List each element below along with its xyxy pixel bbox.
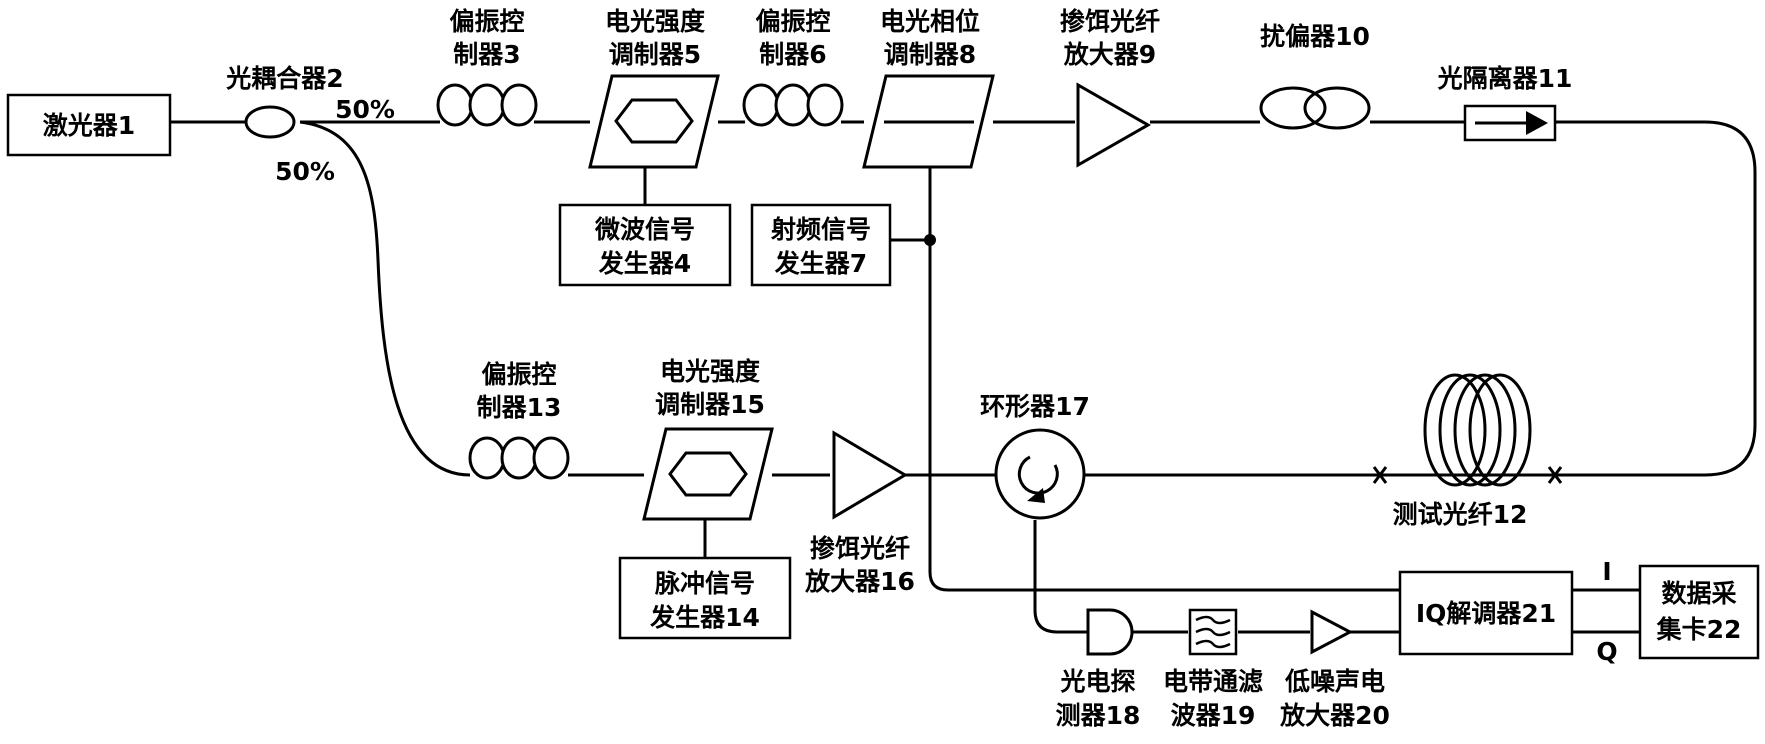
edfa9-label-line2: 放大器9 <box>1063 40 1156 69</box>
mw4-label-line1: 微波信号 <box>594 215 695 244</box>
line-isolator-loop <box>1555 122 1755 475</box>
pd18-label-line2: 测器18 <box>1056 701 1141 730</box>
lna20-label-line2: 放大器20 <box>1279 701 1390 730</box>
junction-dot <box>924 234 936 246</box>
eom15-label-line2: 调制器15 <box>655 390 765 419</box>
polarization-controller-13 <box>470 438 568 478</box>
intensity-modulator-5 <box>590 76 718 167</box>
eopm8-label-line1: 电光相位 <box>880 7 980 36</box>
eom5-label-line2: 调制器5 <box>609 40 701 69</box>
daq22-label-line1: 数据采 <box>1661 579 1736 608</box>
mw4-label-line2: 发生器4 <box>598 249 691 278</box>
photodetector-symbol <box>1088 610 1132 654</box>
edfa9-label-line1: 掺饵光纤 <box>1060 7 1160 36</box>
circ17-label: 环形器17 <box>980 392 1090 421</box>
bandpass-filter-19 <box>1190 610 1236 654</box>
polarization-scrambler-10 <box>1261 88 1369 128</box>
rf7-label-line1: 射频信号 <box>770 215 871 244</box>
pc6-label-line1: 偏振控 <box>755 7 830 36</box>
eom15-label-line1: 电光强度 <box>660 357 760 386</box>
edfa9-triangle <box>1078 85 1148 165</box>
polarization-controller-3 <box>438 85 536 125</box>
port-i-label: I <box>1602 557 1611 586</box>
test-fiber-coil-12 <box>1425 375 1530 485</box>
pc13-label-line2: 制器13 <box>477 393 562 422</box>
intensity-modulator-15 <box>644 429 772 519</box>
isolator11-label: 光隔离器11 <box>1437 64 1573 93</box>
port-q-label: Q <box>1596 637 1617 666</box>
edfa16-label-line1: 掺饵光纤 <box>810 534 910 563</box>
connection-lines <box>170 122 1755 632</box>
polarization-controller-6 <box>744 85 842 125</box>
circulator-17 <box>996 430 1084 518</box>
iq21-label: IQ解调器21 <box>1416 599 1556 628</box>
pc6-label-line2: 制器6 <box>759 40 826 69</box>
scrambler10-label: 扰偏器10 <box>1260 22 1370 51</box>
split-bottom-label: 50% <box>275 157 335 186</box>
lna20-label-line1: 低噪声电 <box>1284 667 1385 696</box>
coupler-symbol <box>246 107 294 137</box>
lna20-triangle <box>1312 612 1350 652</box>
pc13-label-line1: 偏振控 <box>481 360 556 389</box>
pulse14-label-line1: 脉冲信号 <box>654 569 755 598</box>
rf7-label-line2: 发生器7 <box>774 249 867 278</box>
bpf19-label-line2: 波器19 <box>1171 701 1256 730</box>
line-circ-detector <box>1035 520 1088 632</box>
eom5-label-line1: 电光强度 <box>605 7 705 36</box>
eopm8-label-line2: 调制器8 <box>884 40 976 69</box>
coupler-label: 光耦合器2 <box>225 64 343 93</box>
pulse14-label-line2: 发生器14 <box>649 603 760 632</box>
bpf19-label-line1: 电带通滤 <box>1163 667 1263 696</box>
pd18-label-line1: 光电探 <box>1059 667 1135 696</box>
daq22-label-line2: 集卡22 <box>1656 615 1742 644</box>
pc3-label-line2: 制器3 <box>453 40 520 69</box>
pc3-label-line1: 偏振控 <box>449 7 524 36</box>
fiber12-label: 测试光纤12 <box>1393 500 1528 529</box>
edfa16-label-line2: 放大器16 <box>804 567 915 596</box>
phase-modulator-8 <box>864 76 993 167</box>
edfa16-triangle <box>834 433 905 517</box>
split-top-label: 50% <box>335 95 395 124</box>
optical-isolator-11 <box>1465 106 1555 140</box>
laser-label: 激光器1 <box>43 111 135 140</box>
